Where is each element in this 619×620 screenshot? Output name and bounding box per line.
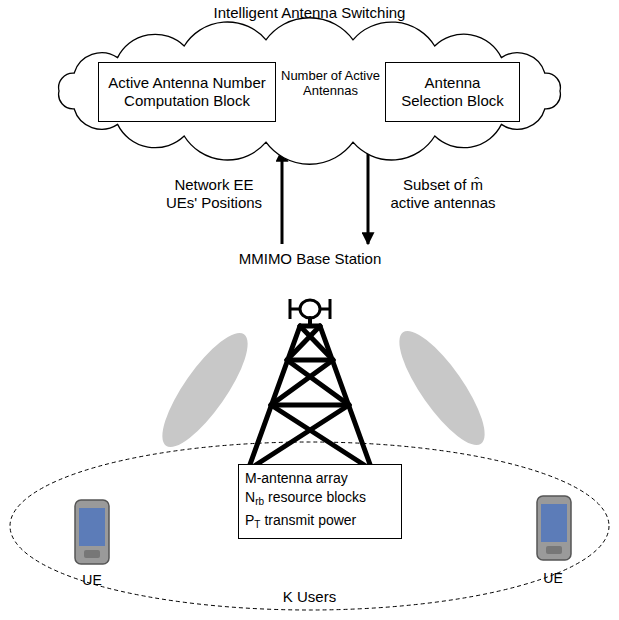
beam: [149, 322, 261, 457]
box-text: Antenna Selection Block: [392, 74, 513, 110]
device-label: UE: [533, 570, 573, 586]
region-title: K Users: [8, 588, 611, 606]
edge-label: Network EE UEs' Positions: [158, 176, 270, 212]
station-label: MMIMO Base Station: [230, 250, 390, 268]
spec-line: M-antenna array: [245, 469, 395, 488]
edge-label: Number of Active Antennas: [279, 68, 382, 98]
spec-symbol: P: [245, 512, 254, 528]
tower: [248, 318, 372, 470]
phone-icon: [537, 496, 571, 560]
beam: [386, 320, 498, 455]
dashed-ellipse: [10, 442, 609, 610]
device-label: UE: [72, 572, 112, 588]
spec-symbol: N: [245, 489, 255, 505]
spec-text: M-antenna array: [245, 470, 348, 486]
connector: [281, 150, 284, 244]
process-box: Antenna Selection Block: [385, 62, 520, 122]
box-text: Active Antenna Number Computation Block: [105, 74, 269, 110]
spec-box: M-antenna arrayNrb resource blocksPTtrans…: [238, 464, 402, 539]
antenna-symbol: [290, 299, 330, 319]
spec-text: resource blocks: [268, 489, 366, 505]
edge-label: Subset of m̂ active antennas: [382, 176, 504, 212]
station-title: MMIMO Base Station: [230, 250, 390, 268]
cloud-shape: [59, 18, 561, 165]
spec-subscript: rb: [255, 496, 264, 507]
region-title: Intelligent Antenna Switching: [50, 4, 569, 22]
connector: [367, 150, 370, 244]
process-box: Active Antenna Number Computation Block: [98, 62, 276, 122]
spec-text: transmit power: [264, 512, 356, 528]
spec-subscript: T: [254, 519, 260, 530]
spec-line: PTtransmit power: [245, 511, 395, 534]
spec-line: Nrb resource blocks: [245, 488, 395, 511]
phone-icon: [75, 500, 109, 564]
